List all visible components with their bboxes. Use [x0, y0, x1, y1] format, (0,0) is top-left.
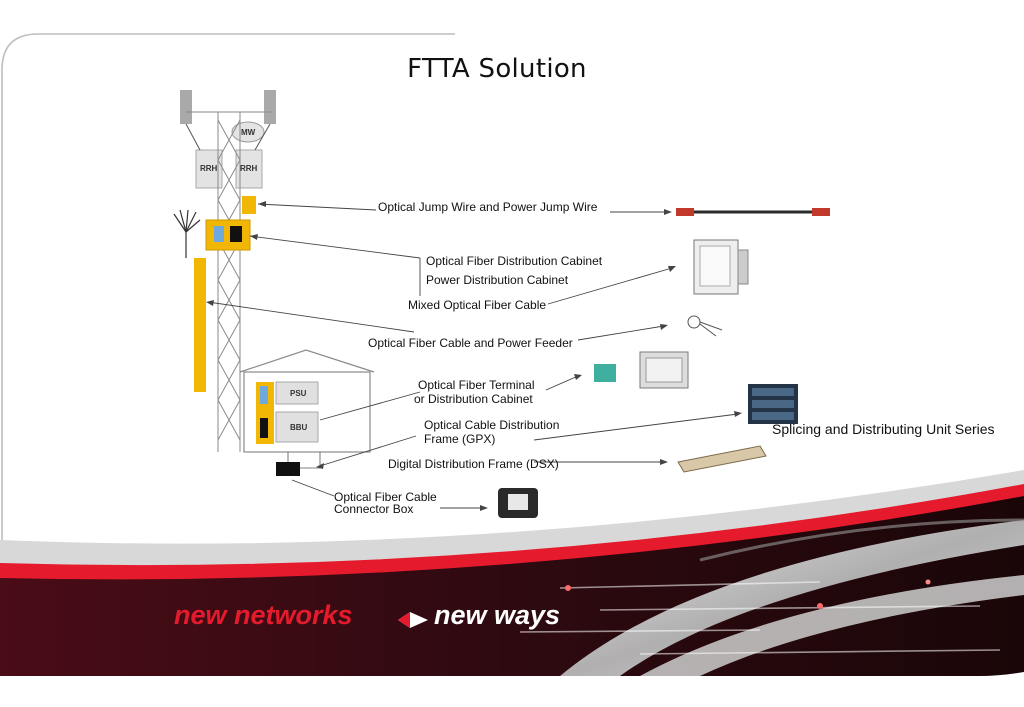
fiber-cabinet-product	[693, 239, 749, 295]
gpx-product	[748, 384, 798, 424]
page-title: FTTA Solution	[407, 54, 587, 84]
psu-tag: PSU	[290, 389, 307, 398]
dsx-product	[677, 445, 767, 473]
jump-wire-box	[242, 196, 256, 214]
label-splicing-series: Splicing and Distributing Unit Series	[772, 421, 995, 437]
label-terminal-line2: or Distribution Cabinet	[414, 392, 533, 406]
tower-lattice	[186, 111, 272, 452]
label-connector-line2: Connector Box	[334, 502, 414, 516]
bbu-box	[275, 411, 319, 443]
top-cables	[185, 123, 271, 151]
terminal-cabinet-products	[594, 351, 689, 389]
power-feeder-product	[687, 315, 723, 337]
distribution-cabinet	[205, 219, 251, 251]
mw-tag: MW	[241, 128, 256, 137]
label-dsx: Digital Distribution Frame (DSX)	[388, 457, 559, 471]
connector-box-product	[498, 488, 538, 518]
label-jump-wire: Optical Jump Wire and Power Jump Wire	[378, 200, 598, 214]
rrh-right-tag: RRH	[240, 164, 258, 173]
label-mixed-cable: Mixed Optical Fiber Cable	[408, 298, 547, 312]
jump-wire-product	[676, 208, 830, 216]
label-terminal-line1: Optical Fiber Terminal	[418, 378, 535, 392]
psu-box	[275, 381, 319, 405]
glow-dot-1	[565, 585, 571, 591]
antenna-left	[180, 90, 192, 124]
banner-gray-streak	[0, 470, 1024, 572]
banner-light-lines	[519, 581, 1001, 655]
label-connector-line1: Optical Fiber Cable	[334, 490, 437, 504]
leader-arrowheads	[206, 201, 742, 511]
antenna-right	[264, 90, 276, 124]
cabinet-power-part	[230, 226, 242, 242]
label-power-dist-cabinet: Power Distribution Cabinet	[426, 273, 569, 287]
slogan-right: new ways	[434, 600, 561, 630]
glow-dot-2	[817, 603, 823, 609]
slogan-arrow-tip	[398, 612, 410, 628]
label-gpx-line2: Frame (GPX)	[424, 432, 496, 446]
rrh-left-tag: RRH	[200, 164, 218, 173]
shelter-fiber-part	[260, 386, 268, 404]
cable-bundle-icon	[173, 209, 201, 258]
glow-dot-3	[925, 579, 931, 585]
slogan-left: new networks	[174, 600, 353, 630]
silver-swoosh-1	[560, 520, 1024, 676]
label-gpx-line1: Optical Cable Distribution	[424, 418, 560, 432]
leader-lines	[207, 203, 739, 509]
banner-red-edge	[0, 484, 1024, 580]
shelter-power-part	[260, 418, 268, 438]
silver-swoosh-2	[640, 575, 1024, 676]
bbu-tag: BBU	[290, 423, 308, 432]
cable-duct	[194, 258, 206, 392]
cabinet-fiber-part	[214, 226, 224, 242]
ground-connector-box	[276, 462, 300, 476]
label-fiber-dist-cabinet: Optical Fiber Distribution Cabinet	[426, 254, 603, 268]
label-cable-feeder: Optical Fiber Cable and Power Feeder	[368, 336, 573, 350]
silver-swoosh-3	[699, 518, 1024, 562]
frame-border	[1, 33, 455, 585]
